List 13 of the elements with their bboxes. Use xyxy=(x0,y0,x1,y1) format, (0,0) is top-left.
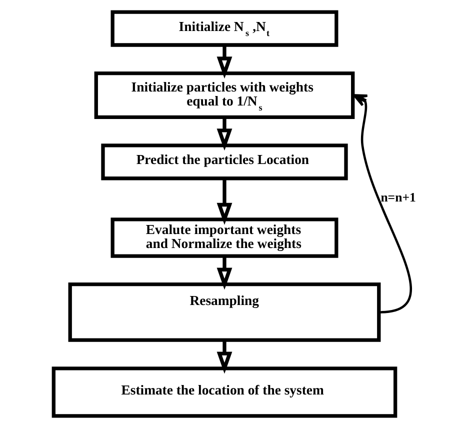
arrow xyxy=(216,256,232,290)
node-box: Evalute important weights and Normalize the weights xyxy=(110,218,338,258)
edge-label: n=n+1 xyxy=(380,190,416,204)
arrow xyxy=(216,340,232,374)
arrow xyxy=(216,45,232,79)
node-box: Initialize particles with weights equal to 1/N$_{s}$ xyxy=(94,71,355,119)
arrow xyxy=(216,117,232,151)
arrow xyxy=(216,178,232,225)
node-box: Predict the particles Location xyxy=(101,144,348,180)
node-box: Resampling xyxy=(68,282,381,342)
arrow xyxy=(353,94,412,314)
node-box: Initialize N$_{s}$ ,N$_{t}$ xyxy=(110,10,338,47)
node-box: Estimate the location of the system xyxy=(52,366,398,418)
